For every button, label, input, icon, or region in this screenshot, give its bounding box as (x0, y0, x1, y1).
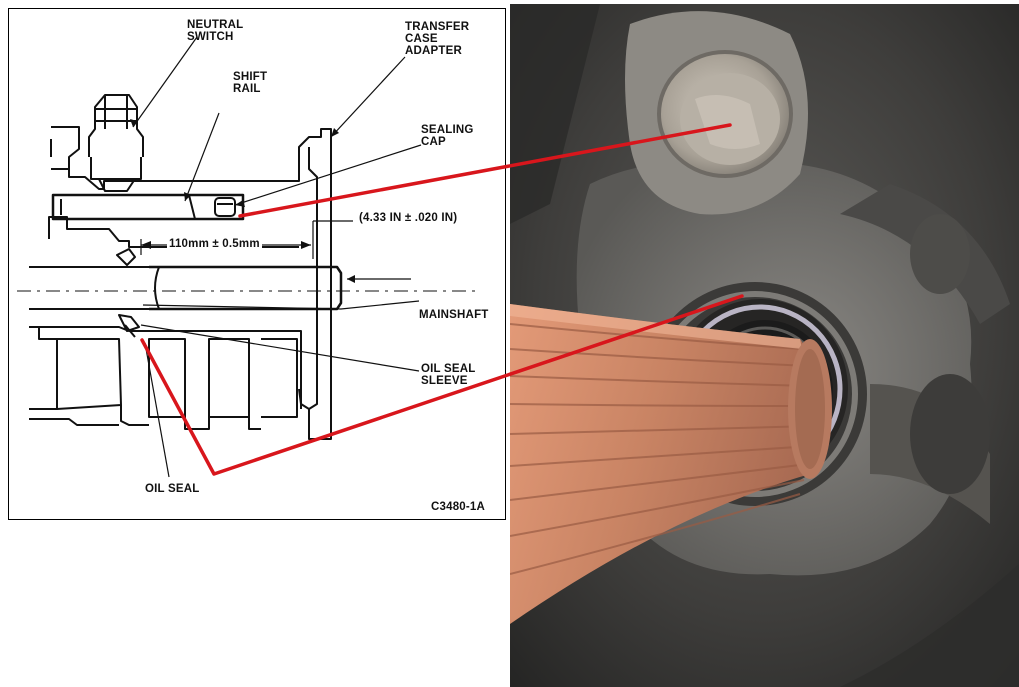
label-figure-code: C3480-1A (431, 501, 486, 513)
label-transfer-case-adapter: TRANSFER CASE ADAPTER (405, 21, 470, 57)
label-mainshaft: MAINSHAFT (419, 309, 489, 321)
diagram-panel: NEUTRAL SWITCH SHIFT RAIL TRANSFER CASE … (8, 8, 506, 520)
label-dimension-mm: 110mm ± 0.5mm (167, 238, 262, 250)
label-dimension-in: (4.33 IN ± .020 IN) (359, 212, 458, 224)
label-shift-rail: SHIFT RAIL (233, 71, 268, 95)
label-oil-seal-sleeve: OIL SEAL SLEEVE (421, 363, 476, 387)
transmission-photo (510, 4, 1019, 687)
label-sealing-cap: SEALING CAP (421, 124, 474, 148)
label-oil-seal: OIL SEAL (145, 483, 200, 495)
photo-panel (510, 4, 1019, 687)
label-neutral-switch: NEUTRAL SWITCH (187, 19, 244, 43)
